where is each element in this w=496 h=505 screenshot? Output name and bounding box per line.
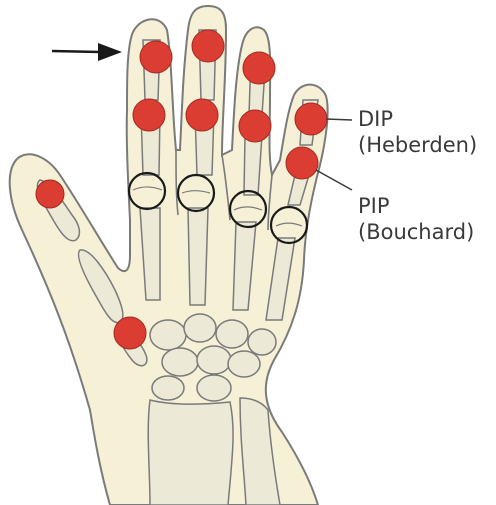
joint-ring-dip	[243, 52, 275, 84]
joint-little-pip	[286, 147, 318, 179]
joint-index-pip	[133, 99, 165, 131]
dip-label-line2: (Heberden)	[358, 132, 477, 158]
pip-leader-line	[316, 170, 352, 190]
pip-label-line2: (Bouchard)	[358, 219, 474, 245]
joint-thumb-ip	[36, 180, 64, 208]
joint-ring-pip	[239, 110, 271, 142]
pip-label-line1: PIP	[358, 193, 474, 219]
joint-index-dip	[140, 41, 172, 73]
joint-middle-pip	[186, 99, 218, 131]
joint-little-dip	[295, 103, 327, 135]
joint-thumb-cmc	[114, 317, 146, 349]
dip-label-line1: DIP	[358, 106, 477, 132]
dip-label: DIP (Heberden)	[358, 106, 477, 158]
arrow-icon	[52, 43, 122, 61]
dip-leader-line	[326, 119, 352, 120]
pip-label: PIP (Bouchard)	[358, 193, 474, 245]
joint-middle-dip	[192, 30, 224, 62]
